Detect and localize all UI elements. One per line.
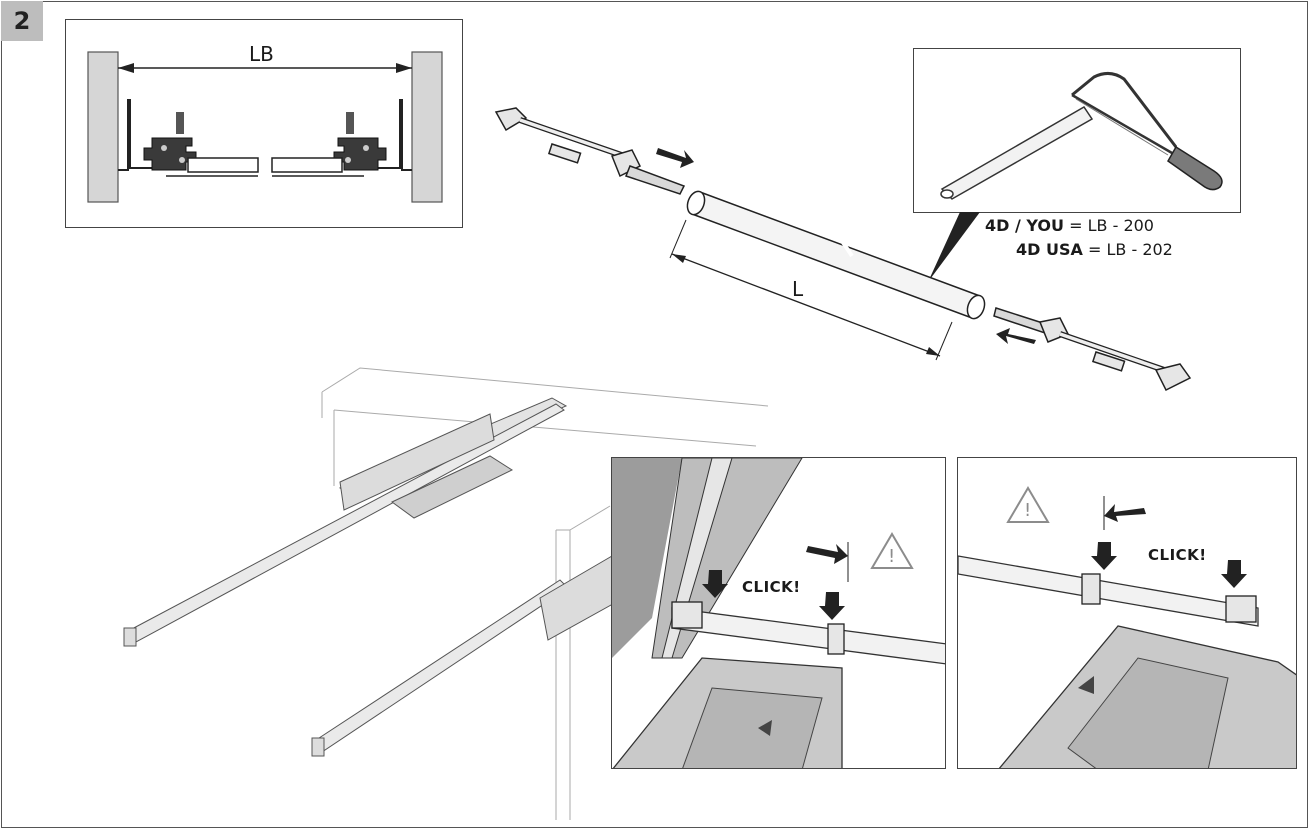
formula-4d-you-expression: = LB - 200: [1069, 216, 1154, 235]
detail-right-drawing: !: [958, 486, 1296, 768]
svg-text:!: !: [1024, 500, 1031, 521]
stabilizer-rod: [686, 190, 986, 320]
cross-section-inset: LB: [65, 19, 463, 228]
click-label-left: CLICK!: [742, 578, 801, 596]
click-label-right: CLICK!: [1148, 546, 1207, 564]
rod-clip-right: [827, 623, 845, 655]
formula-4d-usa-expression: = LB - 202: [1087, 240, 1173, 259]
plate-warning-mark: [758, 720, 772, 736]
hacksaw-frame: [1071, 72, 1178, 148]
l-dimension-line: [671, 253, 941, 357]
l-extension-right: [935, 321, 953, 361]
formula-4d-you: 4D / YOU = LB - 200: [985, 216, 1154, 235]
lower-runner: [311, 555, 621, 757]
left-wall: [87, 51, 119, 203]
insert-arrow-right: [996, 328, 1036, 344]
left-connector-part: [494, 107, 686, 195]
rod-clip-left: [671, 601, 703, 629]
lb-arrow-left: [118, 63, 134, 73]
rod-clip-end: [1225, 595, 1257, 623]
hacksaw-inset: [913, 48, 1241, 213]
rod-in-detail: [671, 607, 945, 665]
click-arrow-end: [1221, 560, 1247, 588]
right-drawer-bottom: [271, 157, 343, 173]
lb-arrow-right: [396, 63, 412, 73]
svg-text:!: !: [888, 546, 895, 567]
right-connector-part: [993, 307, 1192, 392]
formula-4d-you-product: 4D / YOU: [985, 216, 1065, 235]
push-arrow: [806, 544, 848, 564]
detail-inset-right: ! CLICK!: [957, 457, 1297, 769]
upper-runner: [123, 397, 568, 647]
click-arrow-mid: [1091, 542, 1117, 570]
hacksaw-blade: [1071, 93, 1173, 155]
left-runner-post: [176, 112, 184, 134]
plate-warning-mark-right: [1078, 676, 1094, 694]
left-drawer-bottom: [187, 157, 259, 173]
detail-inset-left: ! CLICK!: [611, 457, 946, 769]
formula-4d-usa-product: 4D USA: [1016, 240, 1083, 259]
insert-arrow-left: [656, 148, 694, 168]
warning-triangle-left: [870, 532, 914, 569]
right-wall: [411, 51, 443, 203]
lb-label: LB: [249, 42, 274, 66]
left-drawer-profile: [118, 99, 166, 171]
click-arrow-left: [702, 570, 728, 598]
hacksaw-drawing: [940, 72, 1223, 200]
warning-triangle-right: [1006, 486, 1050, 523]
cabinet-outline: [321, 367, 769, 820]
pull-arrow: [1104, 504, 1146, 522]
runner-body-dark: [612, 458, 682, 658]
formula-4d-usa: 4D USA = LB - 202: [1016, 240, 1173, 259]
l-extension-left: [669, 219, 687, 259]
cross-section-drawing: [87, 51, 443, 203]
rod-in-detail-right: [958, 555, 1259, 627]
step-number: 2: [13, 7, 31, 35]
detail-left-drawing: !: [612, 458, 945, 768]
rod-clip-mid: [1081, 573, 1101, 605]
step-number-badge: 2: [1, 1, 43, 41]
hacksaw-handle: [1167, 145, 1223, 191]
click-arrow-right: [819, 592, 845, 620]
right-runner-post: [346, 112, 354, 134]
l-label: L: [792, 277, 804, 301]
right-drawer-profile: [364, 99, 412, 171]
